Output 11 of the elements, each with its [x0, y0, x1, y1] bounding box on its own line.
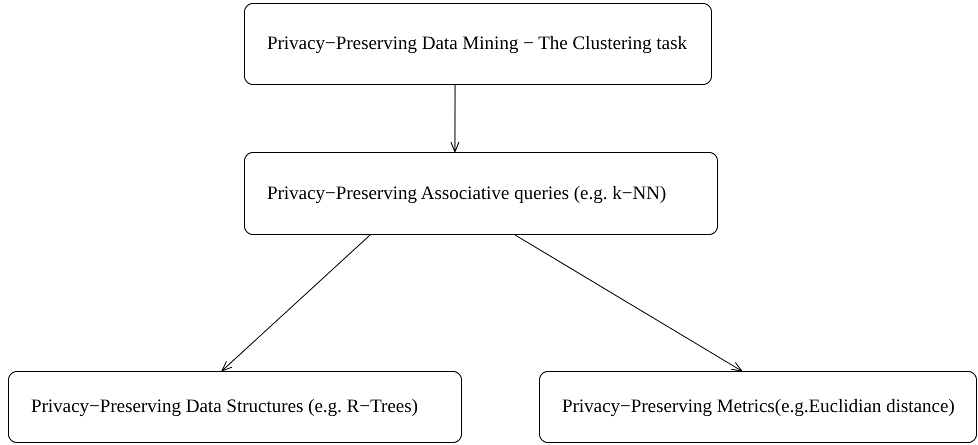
arrow [450, 84, 460, 152]
arrow [221, 234, 371, 372]
process-box [539, 371, 977, 443]
node-text: Privacy−Preserving Data Structures (e.g. R−Trees) [31, 396, 418, 418]
process-box [244, 152, 718, 235]
node-text: Privacy−Preserving Data Mining − The Clustering task [267, 33, 688, 55]
node-text: Privacy−Preserving Metrics(e.g.Euclidian distance) [562, 396, 955, 418]
process-box [244, 3, 712, 85]
arrow [514, 234, 742, 372]
process-box [8, 371, 462, 443]
node-text: Privacy−Preserving Associative queries (e.g. k−NN) [267, 182, 666, 204]
